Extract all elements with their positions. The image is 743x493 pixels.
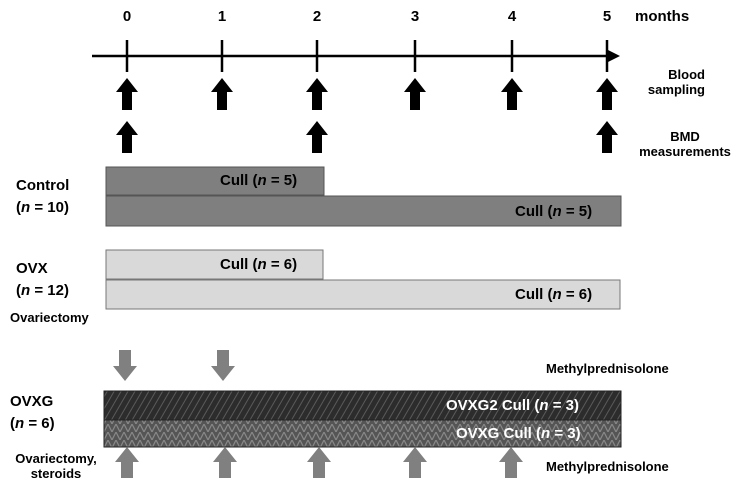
blood-sampling-arrow-icon bbox=[596, 78, 618, 110]
ovx-procedure-label: Ovariectomy bbox=[10, 310, 89, 325]
methylprednisolone-bottom-label: Methylprednisolone bbox=[546, 459, 669, 474]
bmd-arrow-icon bbox=[596, 121, 618, 153]
blood-sampling-arrow-icon bbox=[404, 78, 426, 110]
ovxg2-cull-label: OVXG2 Cull (n = 3) bbox=[446, 397, 579, 414]
tick-label: 5 bbox=[603, 8, 611, 25]
ovx-group-n: (n = 12) bbox=[16, 282, 69, 299]
blood-sampling-arrow-icon bbox=[501, 78, 523, 110]
control-bar-long bbox=[105, 195, 622, 227]
control-cull-long-label: Cull (n = 5) bbox=[515, 203, 593, 220]
ovxg-group-n: (n = 6) bbox=[10, 415, 55, 432]
bmd-arrow-icon bbox=[116, 121, 138, 153]
ovxg-bar bbox=[103, 419, 622, 448]
ovxg-group-name: OVXG bbox=[10, 393, 54, 410]
down-arrow-icon bbox=[113, 350, 137, 381]
blood-sampling-arrow-icon bbox=[306, 78, 328, 110]
ovxg-procedure-label: Ovariectomy, steroids bbox=[15, 451, 97, 481]
ovxg-cull-label: OVXG Cull (n = 3) bbox=[456, 425, 581, 442]
ovx-group-name: OVX bbox=[16, 260, 48, 277]
ovx-cull-short-label: Cull (n = 6) bbox=[220, 256, 298, 273]
up-arrow-icon bbox=[499, 447, 523, 478]
up-arrow-icon bbox=[115, 447, 139, 478]
ovx-n-text: n = 12 bbox=[21, 282, 64, 299]
methylprednisolone-bottom-arrows bbox=[115, 447, 523, 478]
up-arrow-icon bbox=[307, 447, 331, 478]
control-bar-short bbox=[105, 166, 325, 196]
down-arrow-icon bbox=[211, 350, 235, 381]
timeline-arrowhead bbox=[606, 49, 620, 63]
tick-label: 0 bbox=[123, 8, 131, 25]
ovx-bar-long bbox=[105, 279, 621, 310]
blood-sampling-arrow-icon bbox=[211, 78, 233, 110]
control-cull-short-label: Cull (n = 5) bbox=[220, 172, 298, 189]
ovxg-n-text: n = 6 bbox=[15, 415, 50, 432]
control-n-text: n = 10 bbox=[21, 199, 64, 216]
blood-sampling-arrows bbox=[116, 78, 618, 110]
methylprednisolone-top-label: Methylprednisolone bbox=[546, 361, 669, 376]
ovx-bar-short bbox=[105, 249, 324, 280]
up-arrow-icon bbox=[213, 447, 237, 478]
methylprednisolone-top-arrows bbox=[113, 350, 235, 381]
timeline-ticks bbox=[125, 40, 609, 72]
tick-label: 2 bbox=[313, 8, 321, 25]
tick-label: 1 bbox=[218, 8, 226, 25]
blood-sampling-arrow-icon bbox=[116, 78, 138, 110]
control-group-n: (n = 10) bbox=[16, 199, 69, 216]
months-label: months bbox=[635, 8, 689, 25]
bmd-measurements-label: BMD measurements bbox=[639, 129, 731, 159]
control-group-name: Control bbox=[16, 177, 70, 194]
bmd-arrow-icon bbox=[306, 121, 328, 153]
ovxg2-bar bbox=[103, 390, 622, 421]
tick-label: 3 bbox=[411, 8, 419, 25]
blood-sampling-label: Blood sampling bbox=[647, 67, 705, 97]
up-arrow-icon bbox=[403, 447, 427, 478]
tick-label: 4 bbox=[508, 8, 517, 25]
ovx-cull-long-label: Cull (n = 6) bbox=[515, 286, 593, 303]
bmd-arrows bbox=[116, 121, 618, 153]
